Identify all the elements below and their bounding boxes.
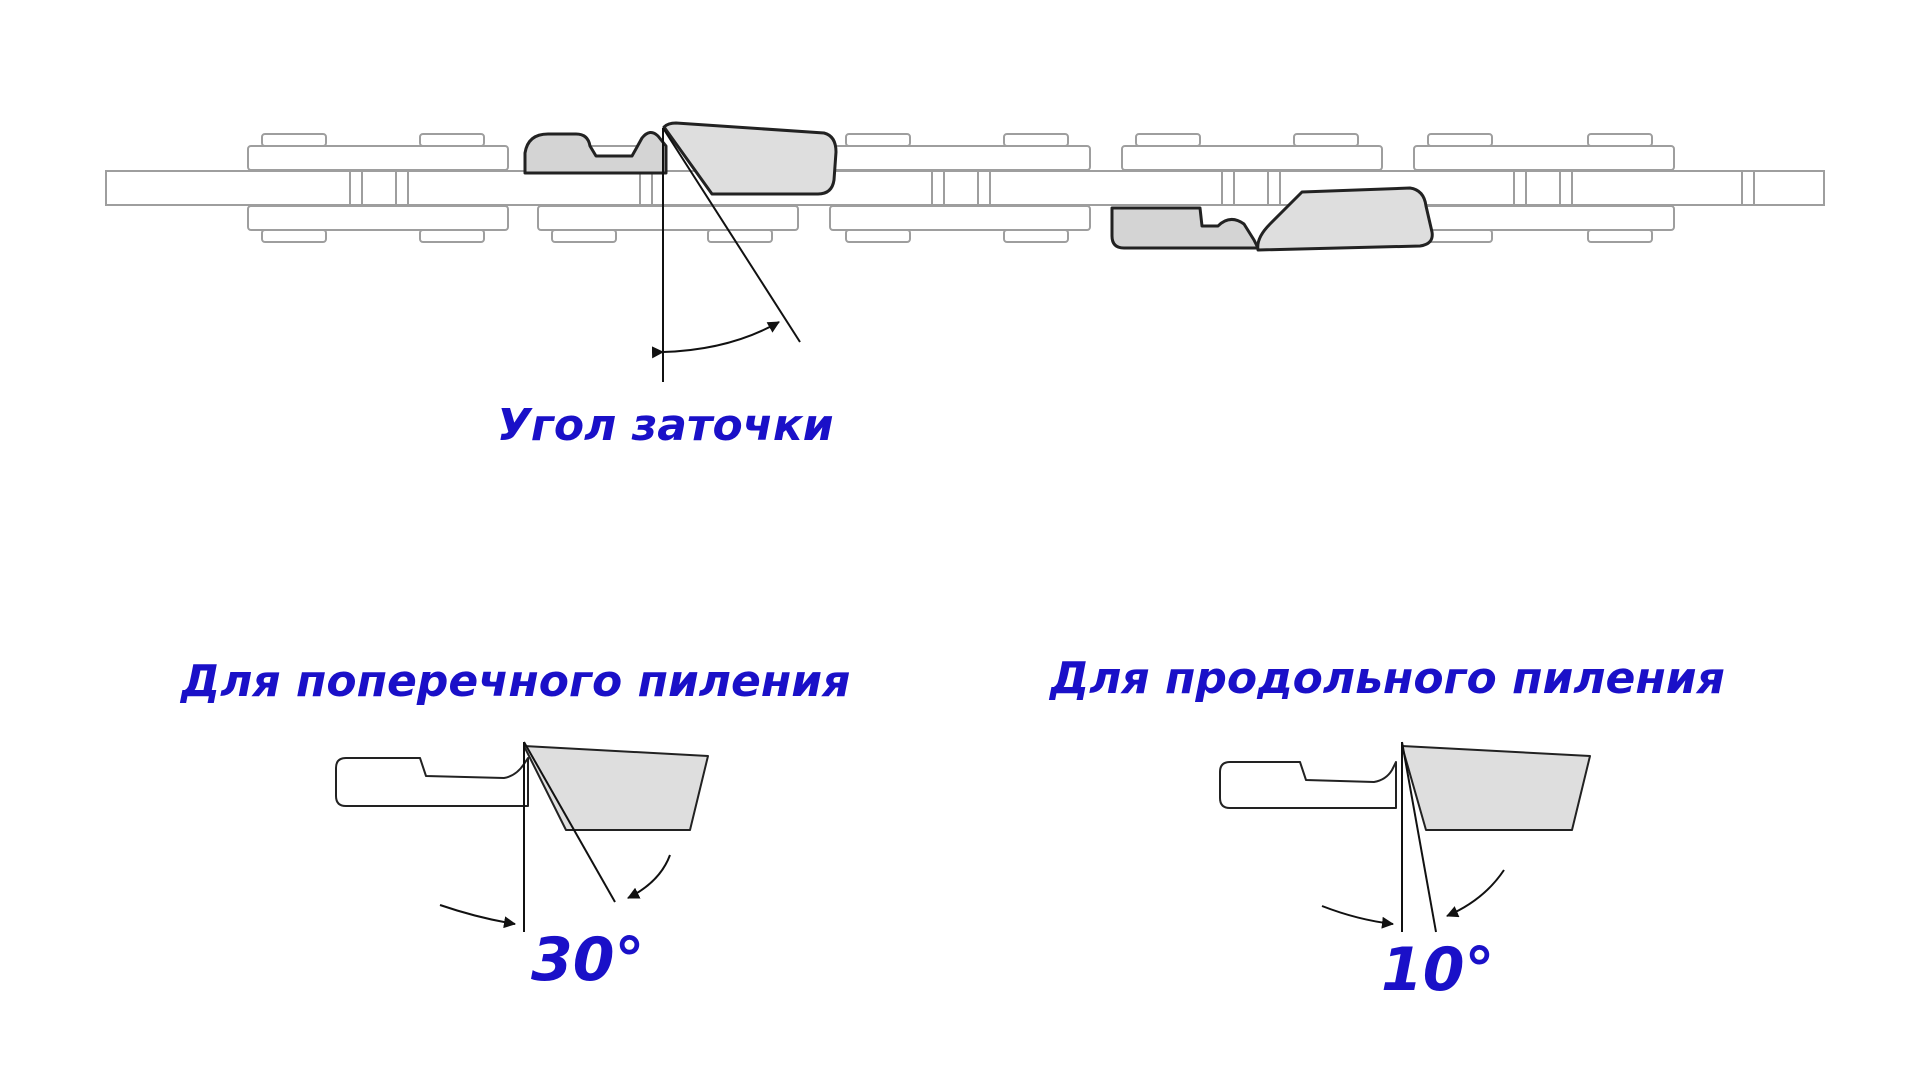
- chain-lower-links: [247, 205, 1675, 243]
- sharpening-angle-label: Угол заточки: [497, 400, 834, 451]
- rip-cutter-detail: [1219, 741, 1591, 933]
- rip-angle-value: 10°: [1381, 935, 1495, 1005]
- rip-right-arrow: [1446, 869, 1505, 918]
- crosscut-label: Для поперечного пиления: [181, 656, 851, 707]
- sharpening-angle-indicator: [651, 127, 801, 382]
- rip-angle-line: [1401, 741, 1437, 933]
- chain-upper-links: [247, 133, 1675, 171]
- chain-rivets: [349, 171, 1755, 205]
- rip-left-arrow: [1321, 905, 1394, 929]
- crosscut-cutter-detail: [335, 741, 709, 932]
- lower-cutter-tooth: [1110, 186, 1434, 252]
- crosscut-angle-line: [523, 741, 616, 903]
- upper-cutter-tooth: [523, 121, 838, 196]
- chain-center-bar: [105, 170, 1825, 206]
- sharpening-angle-arc: [651, 321, 780, 359]
- rip-label: Для продольного пиления: [1050, 653, 1725, 704]
- crosscut-left-arrow: [439, 904, 516, 929]
- sharpening-angle-line: [662, 127, 801, 343]
- saw-chain: [105, 133, 1825, 243]
- crosscut-angle-value: 30°: [531, 925, 645, 995]
- crosscut-right-arrow: [627, 854, 671, 899]
